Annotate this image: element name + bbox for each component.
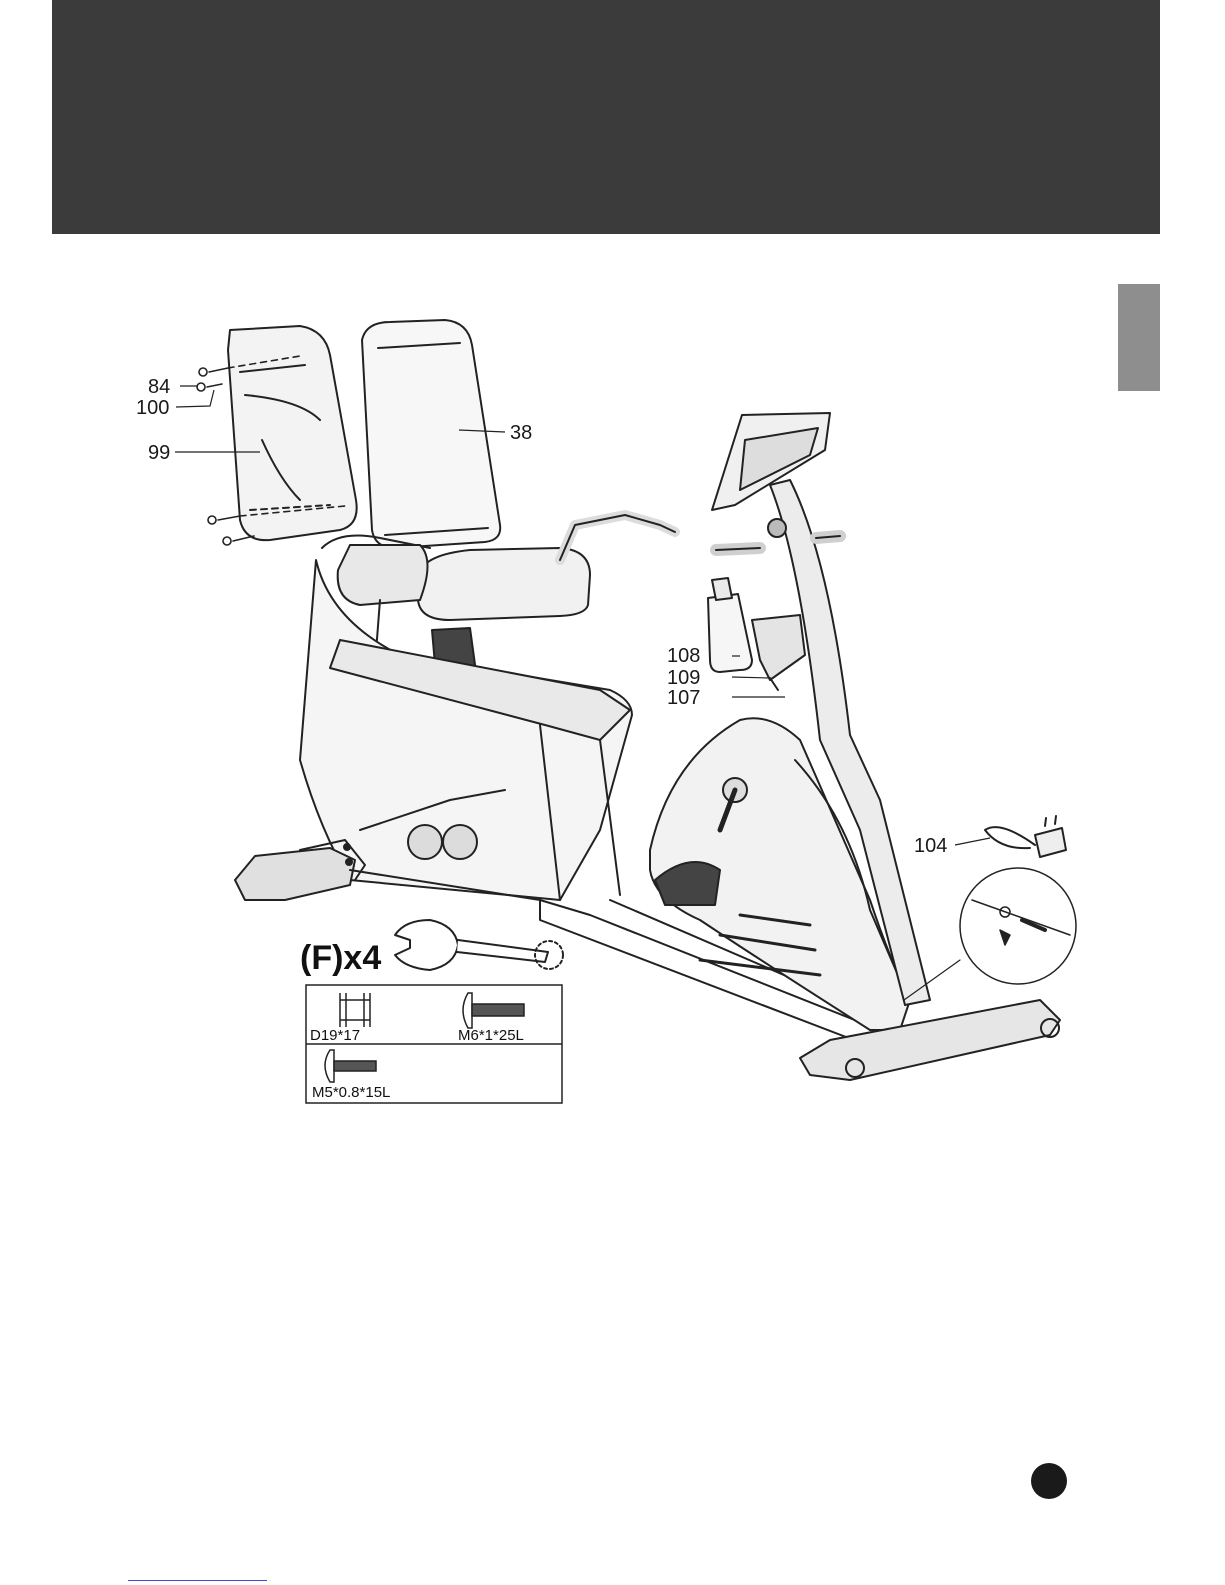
callout-100: 100: [136, 397, 169, 419]
rear-cover-part: [228, 326, 357, 540]
detail-inset: [960, 868, 1076, 984]
rear-stabilizer: [235, 840, 365, 900]
callout-108: 108: [667, 645, 700, 667]
callout-38: 38: [510, 422, 532, 444]
page-number-dot: [1031, 1463, 1067, 1499]
allen-key-tool: [395, 920, 563, 970]
seat-back-part: [362, 320, 500, 548]
callout-107: 107: [667, 687, 700, 709]
callout-109: 109: [667, 667, 700, 689]
front-stabilizer: [800, 1000, 1060, 1080]
bolt-icon: [463, 993, 524, 1028]
callout-99: 99: [148, 442, 170, 464]
power-adapter-part: [985, 816, 1066, 857]
washer-icon: [340, 993, 370, 1027]
callout-84: 84: [148, 376, 170, 398]
console-part: [712, 413, 830, 510]
footer-link-line: [128, 1580, 267, 1581]
callout-104: 104: [914, 835, 947, 857]
bolt-spec-label: M6*1*25L: [458, 1027, 524, 1044]
tool-quantity-label: (F)x4: [300, 939, 381, 977]
screw-icon: [325, 1050, 376, 1082]
washer-spec-label: D19*17: [310, 1027, 360, 1044]
bottle-part: [708, 578, 805, 690]
screw-spec-label: M5*0.8*15L: [312, 1084, 390, 1101]
